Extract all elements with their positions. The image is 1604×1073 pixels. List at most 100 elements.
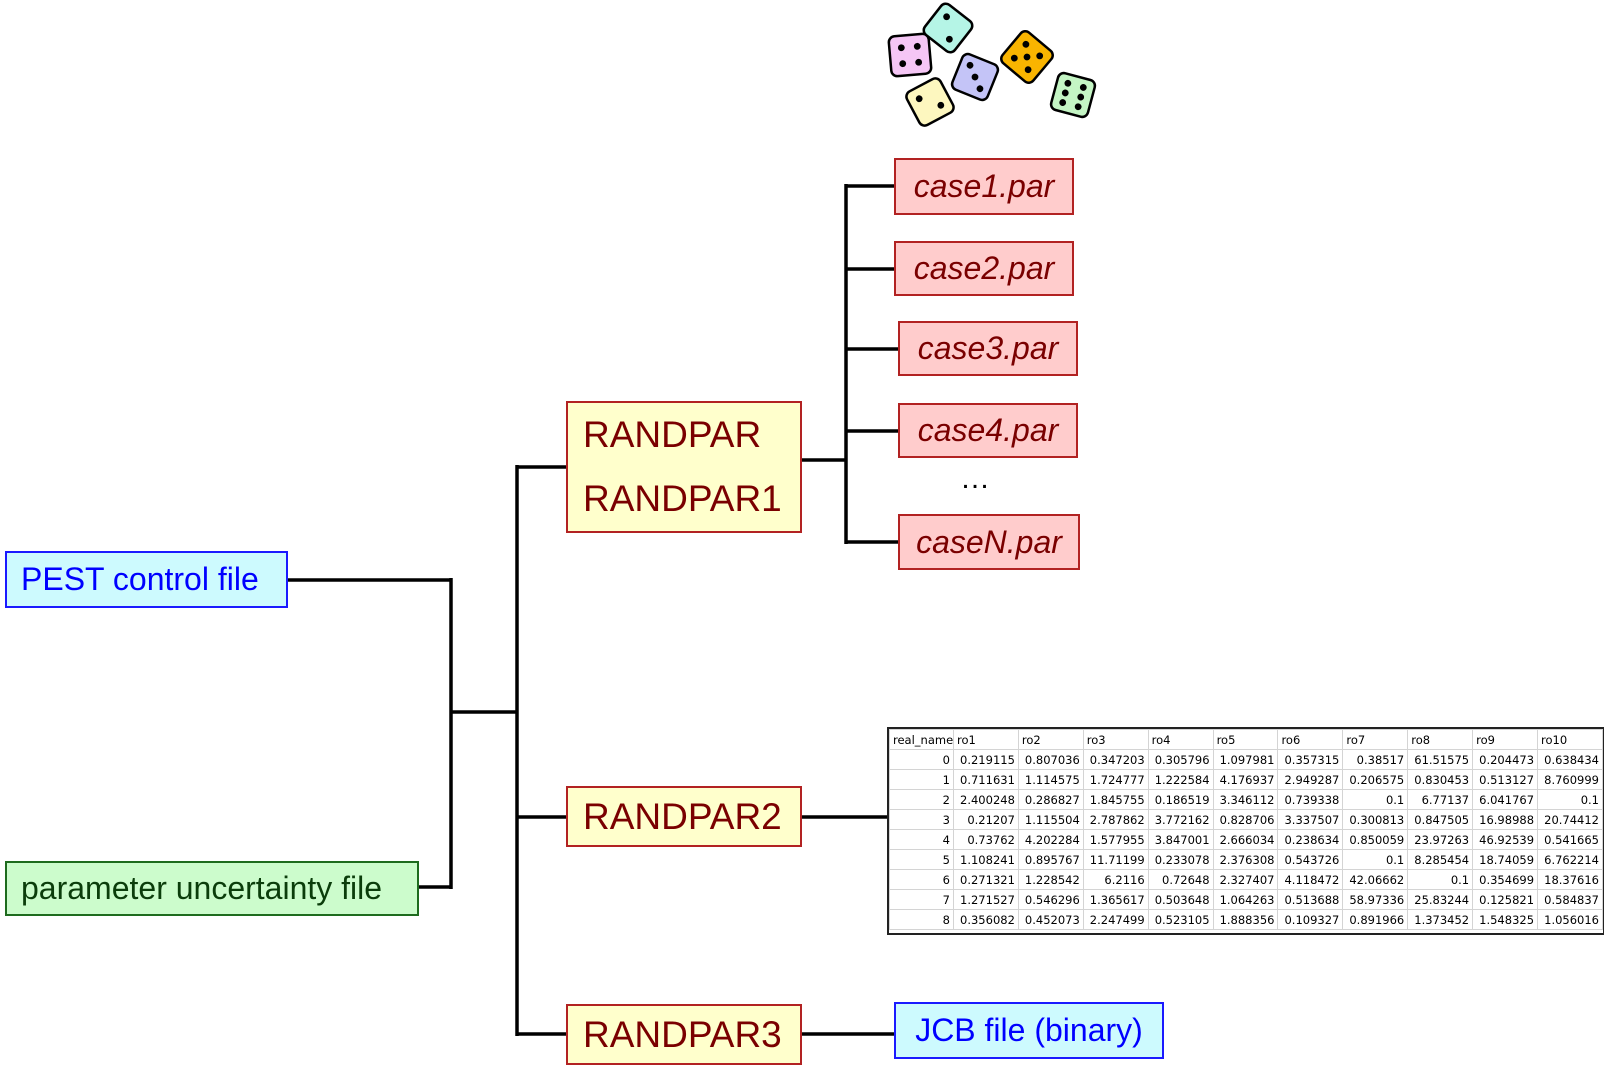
die-pip <box>945 35 953 43</box>
table-cell: 0.711631 <box>953 769 1019 790</box>
randpar-label: RANDPAR <box>583 414 762 455</box>
table-cell: 2.666034 <box>1212 829 1279 850</box>
table-cell: 0.238634 <box>1277 829 1344 850</box>
table-cell: 0.206575 <box>1342 769 1409 790</box>
pest-control-file-label: PEST control file <box>21 561 259 597</box>
table-header-cell: ro8 <box>1407 729 1474 750</box>
table-cell: 2.400248 <box>953 789 1019 810</box>
table-cell: 0.584837 <box>1537 889 1603 910</box>
table-cell: 3.772162 <box>1147 809 1214 830</box>
table-cell: 0.546296 <box>1017 889 1084 910</box>
table-cell: 2.787862 <box>1082 809 1149 830</box>
randpar3-box: RANDPAR3 <box>566 1004 802 1065</box>
parameter-uncertainty-file-label: parameter uncertainty file <box>21 870 383 906</box>
die-pip <box>1024 66 1032 74</box>
die-pip <box>1059 99 1067 106</box>
table-cell: 0.1 <box>1342 789 1409 810</box>
table-cell: 0.1 <box>1537 789 1603 810</box>
table-cell: 2.949287 <box>1277 769 1344 790</box>
table-cell: 4.176937 <box>1212 769 1279 790</box>
table-cell: 1.373452 <box>1407 909 1474 930</box>
table-cell: 1.724777 <box>1082 769 1149 790</box>
table-cell: 1.114575 <box>1017 769 1084 790</box>
randpar2-label: RANDPAR2 <box>583 795 782 837</box>
case-box: case4.par <box>898 403 1078 458</box>
randpar-randpar1-box: RANDPAR RANDPAR1 <box>566 401 802 533</box>
table-cell: 18.37616 <box>1537 869 1603 890</box>
table-cell: 46.92539 <box>1472 829 1539 850</box>
die-pip <box>1022 40 1030 48</box>
table-cell: 5 <box>889 849 954 870</box>
table-cell: 0.541665 <box>1537 829 1603 850</box>
table-cell: 0.271321 <box>953 869 1019 890</box>
table-cell: 0.347203 <box>1082 749 1149 770</box>
table-cell: 2.327407 <box>1212 869 1279 890</box>
die-pip <box>1064 79 1072 87</box>
die-face <box>922 2 974 54</box>
die-icon <box>1000 30 1054 84</box>
table-cell: 0.503648 <box>1147 889 1214 910</box>
table-cell: 1 <box>889 769 954 790</box>
table-cell: 0.109327 <box>1277 909 1344 930</box>
table-cell: 0.513688 <box>1277 889 1344 910</box>
table-cell: 1.577955 <box>1082 829 1149 850</box>
die-pip <box>1036 52 1044 60</box>
table-cell: 6.2116 <box>1082 869 1149 890</box>
table-cell: 2.247499 <box>1082 909 1149 930</box>
table-cell: 3.847001 <box>1147 829 1214 850</box>
table-cell: 0.513127 <box>1472 769 1539 790</box>
table-cell: 6.762214 <box>1537 849 1603 870</box>
table-cell: 6 <box>889 869 954 890</box>
die-pip <box>1023 53 1031 61</box>
table-cell: 0.357315 <box>1277 749 1344 770</box>
table-cell: 1.228542 <box>1017 869 1084 890</box>
table-header-cell: real_name <box>889 729 954 750</box>
table-cell: 0.807036 <box>1017 749 1084 770</box>
table-cell: 18.74059 <box>1472 849 1539 870</box>
die-pip <box>1010 54 1018 62</box>
die-pip <box>1079 84 1087 91</box>
table-cell: 8.760999 <box>1537 769 1603 790</box>
case-n-box: caseN.par <box>898 514 1080 570</box>
table-cell: 0.186519 <box>1147 789 1214 810</box>
randpar2-box: RANDPAR2 <box>566 786 802 847</box>
die-pip <box>1077 93 1085 101</box>
table-cell: 0.847505 <box>1407 809 1474 830</box>
die-pip <box>971 73 979 81</box>
table-cell: 0.21207 <box>953 809 1019 830</box>
table-header-cell: ro7 <box>1342 729 1409 750</box>
case-box: case3.par <box>898 321 1078 376</box>
die-face <box>905 77 955 127</box>
case-label: case4.par <box>917 412 1059 448</box>
table-cell: 0.219115 <box>953 749 1019 770</box>
table-cell: 0.73762 <box>953 829 1019 850</box>
table-cell: 3 <box>889 809 954 830</box>
table-cell: 0.72648 <box>1147 869 1214 890</box>
table-cell: 2.376308 <box>1212 849 1279 870</box>
table-cell: 1.222584 <box>1147 769 1214 790</box>
dice-illustration <box>887 2 1097 127</box>
table-cell: 6.041767 <box>1472 789 1539 810</box>
table-header-cell: ro10 <box>1537 729 1603 750</box>
table-cell: 1.271527 <box>953 889 1019 910</box>
case-box: case2.par <box>894 241 1074 296</box>
case-box: case1.par <box>894 158 1074 215</box>
table-cell: 1.365617 <box>1082 889 1149 910</box>
table-cell: 23.97263 <box>1407 829 1474 850</box>
table-cell: 1.548325 <box>1472 909 1539 930</box>
randpar1-label: RANDPAR1 <box>583 478 782 519</box>
die-pip <box>937 101 945 109</box>
die-pip <box>899 60 907 68</box>
table-cell: 1.888356 <box>1212 909 1279 930</box>
table-cell: 20.74412 <box>1537 809 1603 830</box>
table-cell: 1.064263 <box>1212 889 1279 910</box>
table-cell: 0.300813 <box>1342 809 1409 830</box>
die-icon <box>922 2 974 54</box>
ellipsis: … <box>960 462 992 495</box>
